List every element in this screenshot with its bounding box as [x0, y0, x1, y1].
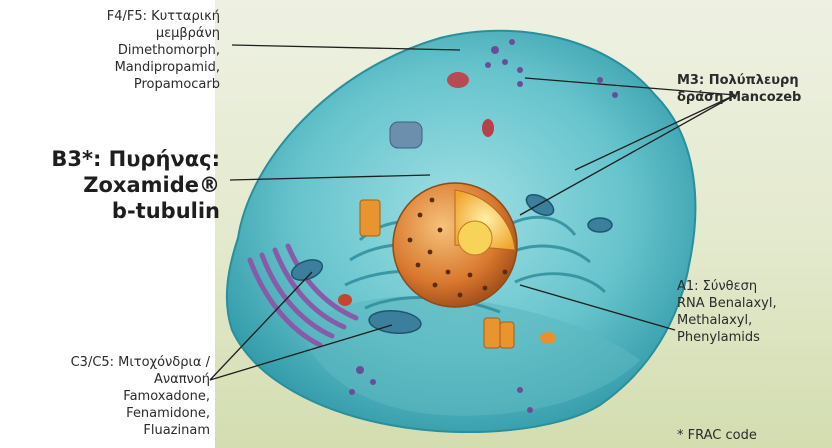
lysosome-3 — [338, 294, 352, 306]
label-rna: A1: Σύνθεση RNA Benalaxyl, Methalaxyl, P… — [677, 278, 827, 346]
label-mitochondria: C3/C5: Μιτοχόνδρια / Αναπνοή Famoxadone,… — [5, 354, 210, 439]
label-membrane: F4/F5: Κυτταρική μεμβράνη Dimethomorph, … — [10, 8, 220, 93]
vesicle-orange — [540, 332, 556, 344]
lysosome-2 — [482, 119, 494, 137]
label-multisite: M3: Πολύπλευρη δράση Mancozeb — [677, 72, 827, 106]
vacuole — [390, 122, 422, 148]
footnote: * FRAC code — [677, 427, 827, 444]
label-nucleus: B3*: Πυρήνας: Zoxamide® b-tubulin — [5, 146, 220, 224]
nucleolus — [458, 221, 492, 255]
lysosome-1 — [447, 72, 469, 88]
